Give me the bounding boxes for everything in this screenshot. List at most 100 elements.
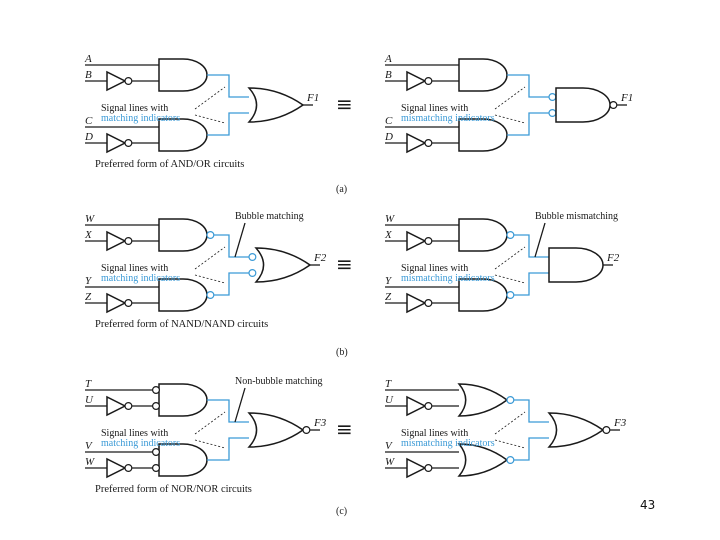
and-gate-icon [158, 58, 208, 92]
equivalence-symbol: ≡ [336, 92, 353, 116]
annotation-text: Signal lines with [401, 103, 468, 114]
panel-caption: Preferred form of NOR/NOR circuits [95, 484, 252, 495]
leader-line [494, 439, 526, 449]
input-bubble-icon [152, 448, 161, 457]
panel-caption: Preferred form of AND/OR circuits [95, 159, 244, 170]
input-label-c: C [85, 115, 93, 127]
input-label-z: Z [385, 291, 392, 303]
output-label: F2 [313, 252, 327, 264]
inverter-icon [106, 132, 127, 154]
output-bubble-icon [206, 291, 215, 300]
equivalence-symbol: ≡ [336, 252, 353, 276]
leader-line [234, 387, 246, 423]
annotation-text: matching indicators [101, 273, 180, 284]
inverter-icon [106, 292, 127, 314]
inverter-icon [406, 292, 427, 314]
indicator-wire [207, 112, 249, 136]
input-label-z: Z [85, 291, 92, 303]
input-label-w: W [85, 456, 95, 468]
annotation-heading: Bubble matching [235, 211, 304, 222]
input-bubble-icon [152, 464, 161, 473]
and-gate-icon [158, 218, 208, 252]
annotation-text: Signal lines with [401, 263, 468, 274]
page-number: 43 [640, 498, 656, 512]
or-gate-icon [547, 412, 605, 448]
leader-line [194, 411, 226, 435]
output-bubble-icon [506, 231, 515, 240]
annotation-text: Signal lines with [101, 428, 168, 439]
panel-label: (a) [336, 184, 347, 195]
annotation-heading: Bubble mismatching [535, 211, 618, 222]
input-label-u: U [385, 394, 394, 406]
leader-line [234, 222, 246, 258]
inversion-bubble-icon [124, 237, 133, 246]
output-label: F1 [306, 92, 319, 104]
indicator-wire [514, 437, 549, 461]
output-bubble-icon [506, 396, 515, 405]
leader-line [194, 114, 226, 124]
inversion-bubble-icon [424, 464, 433, 473]
panel-label: (b) [336, 347, 348, 358]
input-bubble-icon [548, 108, 557, 117]
input-label-b: B [385, 69, 392, 81]
input-label-w: W [385, 213, 395, 225]
and-gate-icon [158, 383, 208, 417]
leader-line [494, 246, 526, 270]
indicator-wire [207, 437, 249, 461]
input-label-d: D [84, 131, 93, 143]
and-gate-icon [458, 218, 508, 252]
inversion-bubble-icon [424, 139, 433, 148]
leader-line [494, 114, 526, 124]
inversion-bubble-icon [424, 299, 433, 308]
or-gate-icon [457, 383, 509, 417]
leader-line [494, 411, 526, 435]
input-bubble-icon [248, 269, 257, 278]
leader-line [194, 246, 226, 270]
or-gate-icon [457, 443, 509, 477]
output-label: F2 [606, 252, 620, 264]
inverter-icon [106, 457, 127, 479]
leader-line [194, 86, 226, 110]
output-label: F3 [613, 417, 627, 429]
panel-label: (c) [336, 506, 347, 517]
leader-line [194, 274, 226, 284]
output-bubble-icon [506, 456, 515, 465]
annotation-text: mismatching indicators [401, 113, 495, 124]
annotation-text: Signal lines with [101, 263, 168, 274]
input-bubble-icon [152, 386, 161, 395]
indicator-wire [214, 272, 249, 296]
input-label-v: V [85, 440, 93, 452]
input-label-x: X [384, 229, 393, 241]
inverter-icon [406, 395, 427, 417]
output-bubble-icon [206, 231, 215, 240]
input-bubble-icon [548, 92, 557, 101]
inverter-icon [406, 132, 427, 154]
input-label-y: Y [385, 275, 393, 287]
annotation-text: mismatching indicators [401, 438, 495, 449]
inversion-bubble-icon [124, 299, 133, 308]
annotation-text: matching indicators [101, 438, 180, 449]
indicator-wire [214, 234, 249, 258]
input-bubble-icon [248, 253, 257, 262]
and-gate-icon [555, 87, 611, 123]
or-gate-icon [254, 247, 312, 283]
indicator-wire [514, 234, 549, 258]
output-bubble-icon [609, 100, 618, 109]
input-label-y: Y [85, 275, 93, 287]
leader-line [194, 439, 226, 449]
input-label-u: U [85, 394, 94, 406]
indicator-wire [207, 399, 249, 423]
input-label-b: B [85, 69, 92, 81]
indicator-wire [514, 399, 549, 423]
indicator-wire [507, 112, 549, 136]
output-bubble-icon [506, 291, 515, 300]
inversion-bubble-icon [124, 464, 133, 473]
panel-caption: Preferred form of NAND/NAND circuits [95, 319, 268, 330]
input-label-c: C [385, 115, 393, 127]
inverter-icon [406, 70, 427, 92]
and-gate-icon [158, 118, 208, 152]
